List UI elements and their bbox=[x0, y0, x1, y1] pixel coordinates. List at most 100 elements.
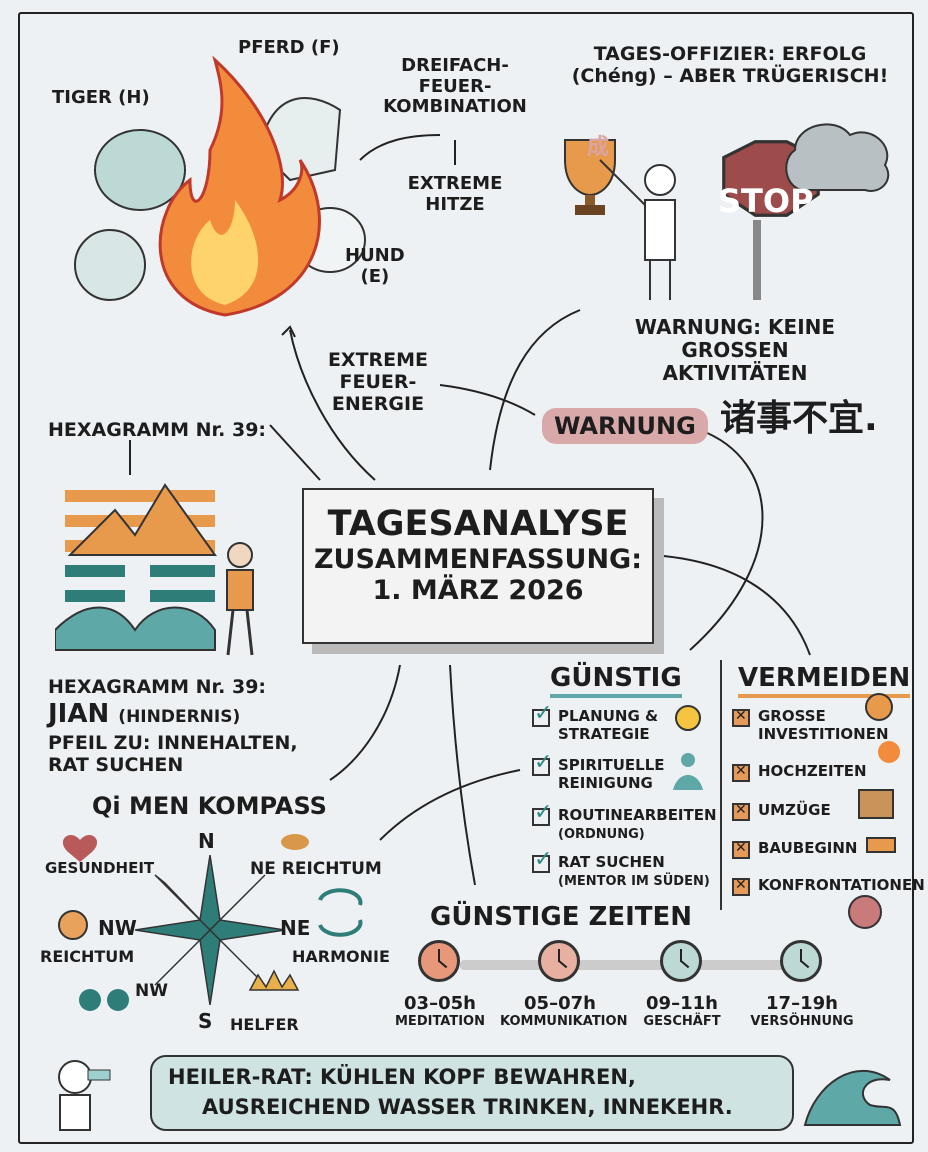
person-body bbox=[599, 159, 676, 300]
combo-line: FEUER- bbox=[418, 75, 492, 97]
wave-icon bbox=[55, 606, 216, 651]
warning-line: WARNUNG: KEINE GROSSEN bbox=[634, 315, 836, 362]
vermeiden-item: UMZÜGE bbox=[732, 801, 831, 821]
dog-label: HUND(E) bbox=[345, 245, 405, 287]
compass-gesundheit: GESUNDHEIT bbox=[45, 859, 155, 877]
zeit-time: 09–11h bbox=[646, 993, 718, 1014]
stop-label: STOP bbox=[718, 182, 814, 220]
zeit-label: MEDITATION bbox=[395, 1014, 485, 1029]
trophy-stem bbox=[585, 195, 595, 205]
x-box-icon bbox=[732, 802, 750, 821]
arrow-to-zeiten bbox=[449, 664, 476, 886]
tiger-label: TIGER (H) bbox=[52, 87, 150, 108]
hexagram-advice: PFEIL ZU: INNEHALTEN,RAT SUCHEN bbox=[48, 732, 298, 777]
dog-label-line: (E) bbox=[360, 265, 390, 287]
heat-line: EXTREME bbox=[407, 173, 503, 194]
guenstig-item: ROUTINEARBEITEN(ORDNUNG) bbox=[532, 800, 717, 843]
drinking-person-icon bbox=[58, 1060, 111, 1131]
combo-line: KOMBINATION bbox=[383, 96, 527, 118]
guenstig-item-note: (MENTOR IM SÜDEN) bbox=[558, 874, 710, 889]
x-box-icon bbox=[732, 708, 750, 727]
vermeiden-item-line: KONFRONTATIONEN bbox=[758, 876, 925, 894]
compass-nw2: NW bbox=[135, 981, 168, 1001]
arrow-to-vermeiden bbox=[649, 554, 811, 656]
zeit-time: 03–05h bbox=[404, 993, 476, 1014]
arrow-to-officer bbox=[489, 309, 581, 471]
guenstig-item-line: STRATEGIE bbox=[558, 725, 650, 743]
harmony-icon bbox=[318, 888, 363, 937]
hiker-body bbox=[226, 569, 254, 611]
box-icon bbox=[858, 789, 894, 819]
hexagram-name: JIAN (HINDERNIS) bbox=[48, 699, 240, 730]
people-icon bbox=[79, 989, 101, 1011]
heat-line: HITZE bbox=[425, 193, 485, 215]
hexagram-heading: HEXAGRAMM Nr. 39: bbox=[48, 419, 267, 441]
hexagram-illustration bbox=[55, 483, 254, 656]
zeit-time: 17–19h bbox=[766, 993, 838, 1014]
energy-line: EXTREME bbox=[327, 349, 429, 371]
hexagram-advice-line: PFEIL ZU: INNEHALTEN, bbox=[48, 732, 298, 754]
summary-date: 1. MÄRZ 2026 bbox=[372, 575, 584, 606]
officer-illustration bbox=[564, 123, 890, 300]
clock-icon bbox=[538, 940, 580, 982]
clock-icon bbox=[780, 940, 822, 982]
compass-nw: NW bbox=[98, 916, 137, 940]
cloud-icon bbox=[785, 123, 890, 192]
vermeiden-item-line: INVESTITIONEN bbox=[758, 725, 889, 743]
check-icon bbox=[532, 800, 552, 826]
vermeiden-item-line: BAUBEGINN bbox=[758, 839, 858, 857]
summary-title: TAGESANALYSE bbox=[327, 504, 629, 544]
hexagram-name-main: JIAN bbox=[48, 699, 110, 729]
arrow-to-animals bbox=[289, 329, 376, 481]
stop-sign-pole bbox=[753, 220, 761, 300]
compass-title: Qi MEN KOMPASS bbox=[92, 792, 327, 820]
energy-line: FEUER- bbox=[339, 370, 417, 393]
combo-label: DREIFACH-FEUER-KOMBINATION bbox=[375, 55, 535, 118]
vermeiden-item-line: HOCHZEITEN bbox=[758, 762, 867, 780]
hexagram-label: HEXAGRAMM Nr. 39: bbox=[48, 676, 267, 698]
fire-animals-illustration bbox=[74, 55, 366, 317]
arrow-to-hexagram bbox=[269, 424, 321, 481]
healer-advice-bubble: HEILER-RAT: KÜHLEN KOPF BEWAHREN, AUSREI… bbox=[150, 1055, 794, 1131]
vermeiden-item: BAUBEGINN bbox=[732, 839, 858, 859]
compass-helfer: HELFER bbox=[230, 1015, 299, 1034]
guenstig-item-line: RAT SUCHEN bbox=[558, 853, 665, 871]
compass-ne: NE bbox=[280, 916, 311, 940]
zeit-label: VERSÖHNUNG bbox=[750, 1014, 854, 1029]
vermeiden-item: HOCHZEITEN bbox=[732, 762, 867, 782]
trophy-char: 成 bbox=[587, 135, 610, 160]
zeiten-title: GÜNSTIGE ZEITEN bbox=[430, 902, 693, 932]
guenstig-item-line: SPIRITUELLE bbox=[558, 756, 665, 774]
officer-title-line: (Chéng) – ABER TRÜGERISCH! bbox=[571, 64, 889, 87]
healer-line1: HEILER-RAT: KÜHLEN KOPF BEWAHREN, bbox=[168, 1065, 636, 1089]
warning-line: AKTIVITÄTEN bbox=[662, 361, 808, 385]
meditation-icon bbox=[681, 753, 695, 767]
compass-main-arrows bbox=[135, 855, 285, 1005]
healer-line2: AUSREICHEND WASSER TRINKEN, INNEKEHR. bbox=[202, 1095, 733, 1119]
fire-core-icon bbox=[191, 200, 259, 305]
trophy-icon bbox=[564, 139, 616, 197]
vermeiden-item-line: UMZÜGE bbox=[758, 801, 831, 819]
officer-title-line: TAGES-OFFIZIER: ERFOLG bbox=[593, 43, 867, 65]
meditation-body bbox=[673, 775, 703, 790]
lightbulb-icon bbox=[675, 705, 701, 731]
compass-icons bbox=[58, 834, 363, 1011]
people-icon bbox=[107, 989, 129, 1011]
arrow-compass-to-list bbox=[379, 769, 521, 841]
hexagram-lower-lines bbox=[65, 565, 215, 602]
x-box-icon bbox=[732, 840, 750, 859]
angry-face-icon bbox=[848, 895, 882, 929]
horse-label: PFERD (F) bbox=[238, 37, 340, 58]
chinese-text: 诸事不宜. bbox=[720, 398, 878, 439]
clock-icon bbox=[660, 940, 702, 982]
vermeiden-item: KONFRONTATIONEN bbox=[732, 876, 925, 896]
frame bbox=[18, 12, 914, 1144]
vermeiden-item-line: GROSSE bbox=[758, 707, 826, 725]
compass-nw-reichtum: REICHTUM bbox=[40, 947, 135, 966]
